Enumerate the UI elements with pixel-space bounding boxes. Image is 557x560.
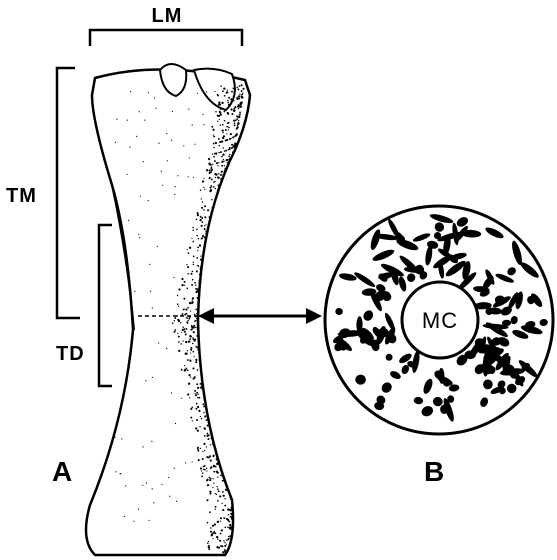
tm-label: TM (6, 185, 37, 207)
bone-illustration (86, 64, 250, 555)
double-arrow (198, 308, 322, 324)
lm-bracket (90, 30, 242, 46)
td-label: TD (56, 343, 85, 365)
panel-label-b: B (424, 456, 444, 487)
panel-label-a: A (52, 456, 72, 487)
lm-label: LM (152, 5, 183, 27)
td-bracket (99, 225, 112, 386)
cross-section: MC (325, 206, 553, 434)
mc-label: MC (422, 308, 458, 333)
tm-bracket (57, 68, 80, 318)
